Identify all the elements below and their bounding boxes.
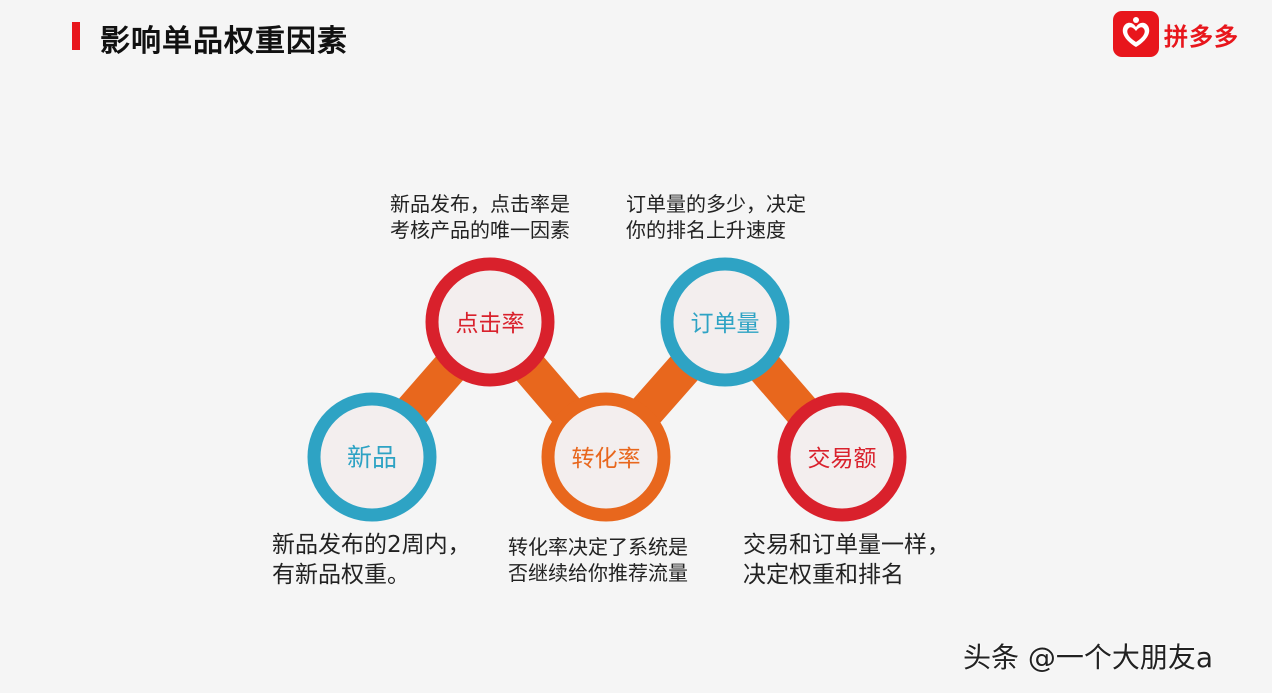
caption-jye: 交易和订单量一样， 决定权重和排名 xyxy=(743,531,950,591)
caption-zhl-line-2: 否继续给你推荐流量 xyxy=(508,561,688,585)
node-ddl: 订单量 xyxy=(660,257,790,387)
node-label-zhl: 转化率 xyxy=(572,446,641,472)
node-label-xinpin: 新品 xyxy=(347,443,397,472)
caption-xinpin: 新品发布的2周内， 有新品权重。 xyxy=(272,531,471,591)
node-label-djl: 点击率 xyxy=(456,311,525,337)
caption-zhl-line-1: 转化率决定了系统是 xyxy=(508,535,688,559)
caption-xinpin-line-2: 有新品权重。 xyxy=(272,561,410,588)
caption-djl-line-1: 新品发布，点击率是 xyxy=(390,192,570,216)
pinduoduo-logo-icon xyxy=(1113,11,1159,57)
node-jye: 交易额 xyxy=(777,392,907,522)
watermark: 头条 @一个大朋友a xyxy=(963,641,1214,674)
node-label-jye: 交易额 xyxy=(808,446,877,472)
title-accent-bar xyxy=(72,22,80,50)
caption-ddl-line-2: 你的排名上升速度 xyxy=(626,218,786,242)
logo-text: 拼多多 xyxy=(1164,23,1239,51)
caption-zhl: 转化率决定了系统是 否继续给你推荐流量 xyxy=(508,534,688,586)
brand-logo: 拼多多 xyxy=(1113,11,1245,57)
node-label-ddl: 订单量 xyxy=(691,311,760,337)
caption-xinpin-line-1: 新品发布的2周内， xyxy=(272,532,471,558)
caption-djl: 新品发布，点击率是 考核产品的唯一因素 xyxy=(390,191,570,243)
caption-djl-line-2: 考核产品的唯一因素 xyxy=(390,218,570,242)
node-zhl: 转化率 xyxy=(541,392,671,522)
page-title: 影响单品权重因素 xyxy=(100,24,348,59)
caption-jye-line-2: 决定权重和排名 xyxy=(743,561,904,588)
caption-jye-line-1: 交易和订单量一样， xyxy=(743,532,950,558)
node-xinpin: 新品 xyxy=(307,392,437,522)
caption-ddl-line-1: 订单量的多少，决定 xyxy=(626,192,806,216)
caption-ddl: 订单量的多少，决定 你的排名上升速度 xyxy=(626,191,806,243)
node-djl: 点击率 xyxy=(425,257,555,387)
